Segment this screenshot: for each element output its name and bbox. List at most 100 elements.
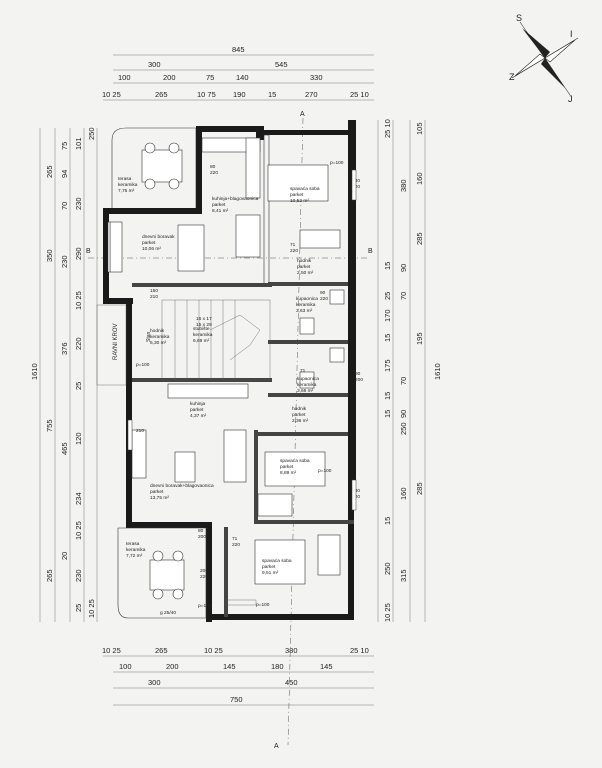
flat-roof-area: [96, 304, 127, 386]
dim-left-230b: 230: [74, 197, 83, 210]
dim-left-290: 290: [74, 247, 83, 260]
terrace-table-top: [141, 149, 183, 183]
dim-left-465: 465: [60, 442, 69, 455]
dim-right-285a: 285: [415, 232, 424, 245]
dim-right-90a: 90: [399, 264, 408, 272]
dim-right-195: 195: [415, 332, 424, 345]
dim-right-90b: 90: [399, 410, 408, 418]
apartment-label: Stan: [146, 331, 152, 342]
dim-left-70: 70: [60, 202, 69, 210]
dim-left-1025b: 10 25: [74, 521, 83, 540]
dim-top-15: 15: [268, 90, 276, 99]
dim-right-15c: 15: [383, 392, 392, 400]
dim-right-2510: 25 10: [383, 119, 392, 138]
dim-left-25b: 25: [74, 604, 83, 612]
note-window-p100-top: p=100: [330, 160, 344, 166]
dim-top-300: 300: [148, 60, 161, 69]
dim-left-250: 250: [87, 127, 96, 140]
dim-left-120: 120: [74, 432, 83, 445]
dim-right-70b: 70: [399, 377, 408, 385]
note-210: 210: [136, 428, 144, 434]
compass-j: J: [568, 94, 573, 104]
note-window-p100-stan: p=100: [136, 362, 150, 368]
dim-right-175: 175: [383, 359, 392, 372]
dim-top-140: 140: [236, 73, 249, 82]
dim-top-100: 100: [118, 73, 131, 82]
dim-left-94: 94: [60, 170, 69, 178]
dim-bottom-1025b: 10 25: [204, 646, 223, 655]
compass-rose: S I Z J: [509, 13, 579, 104]
dim-right-285b: 285: [415, 482, 424, 495]
furniture: [109, 137, 345, 600]
note-door-71: 71: [300, 368, 306, 374]
section-a-top: A: [300, 111, 305, 118]
compass-s: S: [516, 13, 522, 23]
dim-bottom-750: 750: [230, 695, 243, 704]
dim-right-250b: 250: [383, 562, 392, 575]
compass-i: I: [570, 29, 573, 39]
dim-top-845: 845: [232, 45, 245, 54]
terrace-bottom-outline: [117, 527, 207, 619]
dim-left-376: 376: [60, 342, 69, 355]
dim-bottom-145a: 145: [223, 662, 236, 671]
dim-left-230: 230: [60, 255, 69, 268]
note-window-p100-bottom: p=100: [256, 602, 270, 608]
dim-bottom-145b: 145: [320, 662, 333, 671]
dim-bottom-450: 450: [285, 678, 298, 687]
dim-left-220: 220: [74, 337, 83, 350]
dim-left-20: 20: [60, 552, 69, 560]
dim-bottom-380: 380: [285, 646, 298, 655]
dim-top-545: 545: [275, 60, 288, 69]
dim-right-315: 315: [399, 569, 408, 582]
dim-right-1610: 1610: [433, 363, 442, 380]
terrace-table-bottom: [149, 559, 185, 591]
left-dimensions: 1610 265 350 755 265 75 94 70 230 376 46…: [30, 127, 98, 622]
dim-left-265b: 265: [45, 569, 54, 582]
note-window-p100-terrace: p=100: [198, 603, 212, 609]
dim-right-15d: 15: [383, 410, 392, 418]
dim-left-1025c: 10 25: [87, 599, 96, 618]
dim-top-190: 190: [233, 90, 246, 99]
staircase: [161, 299, 271, 381]
section-a-bottom: A: [274, 743, 279, 750]
dining-table-top: [235, 214, 261, 258]
dim-top-1025: 10 25: [102, 90, 121, 99]
dim-top-265: 265: [155, 90, 168, 99]
dim-left-101: 101: [74, 137, 83, 150]
dim-left-265a: 265: [45, 165, 54, 178]
dim-right-160a: 160: [415, 172, 424, 185]
dim-right-1025: 10 25: [383, 603, 392, 622]
right-dimensions: 1610 105 380 160 285 90 70 195 70 90 250…: [377, 119, 442, 622]
dim-right-160b: 160: [399, 487, 408, 500]
dim-bottom-265: 265: [155, 646, 168, 655]
section-b-left: B: [86, 248, 91, 255]
dim-top-75: 75: [206, 73, 214, 82]
dim-top-270: 270: [305, 90, 318, 99]
dim-left-1610: 1610: [30, 363, 39, 380]
section-b-right: B: [368, 248, 373, 255]
window-marks: [107, 169, 357, 606]
flat-roof-label: RAVNI KROV: [113, 323, 119, 360]
dim-right-15b: 15: [383, 334, 392, 342]
dim-bottom-2510: 25 10: [350, 646, 369, 655]
dim-left-755: 755: [45, 419, 54, 432]
dim-left-234: 234: [74, 492, 83, 505]
note-window-p100-mid: p=100: [318, 468, 332, 474]
top-dimensions: 845 300 545 100 200 75 140 330 10 25 265…: [102, 45, 374, 101]
dim-bottom-180: 180: [271, 662, 284, 671]
dim-top-1075: 10 75: [197, 90, 216, 99]
